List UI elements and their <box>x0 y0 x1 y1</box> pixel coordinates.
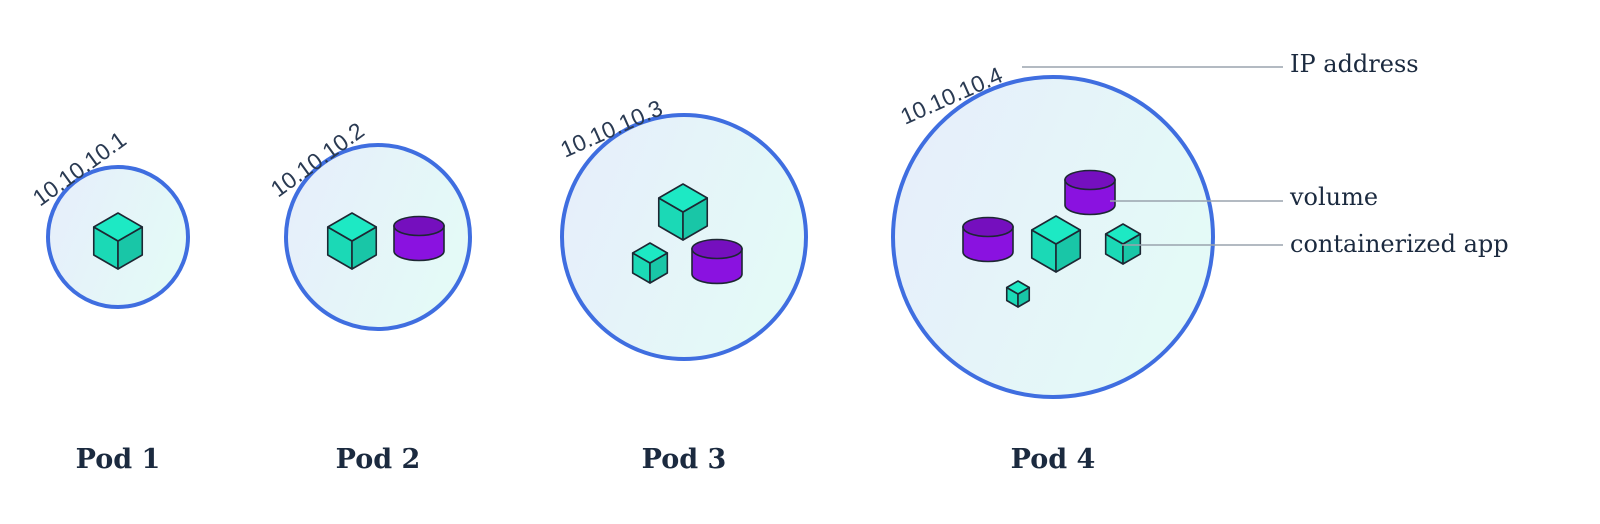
volume-cylinder-icon <box>1064 169 1116 216</box>
volume-cylinder-icon <box>691 238 743 285</box>
container-cube-icon <box>326 212 378 270</box>
cylinder-top <box>962 216 1014 238</box>
cube-top-face <box>1005 280 1031 295</box>
pod-label: Pod 1 <box>76 444 161 475</box>
cylinder-top <box>1064 169 1116 191</box>
container-cube-icon <box>657 183 709 241</box>
legend-ip-address: IP address <box>1290 50 1419 78</box>
cube-top-face <box>326 212 378 242</box>
legend-volume: volume <box>1289 183 1378 211</box>
cube-top-face <box>631 242 669 264</box>
cube-top-face <box>1104 223 1142 245</box>
legend-containerized-app: containerized app <box>1290 230 1509 258</box>
pod-circle <box>284 143 472 331</box>
pod-label: Pod 4 <box>1011 444 1096 475</box>
cube-top-face <box>657 183 709 213</box>
volume-cylinder-icon <box>962 216 1014 263</box>
volume-cylinder-icon <box>393 215 445 262</box>
pod-label: Pod 3 <box>642 444 727 475</box>
pod-1: 10.10.10.1 Pod 1 <box>28 126 190 475</box>
pod-label: Pod 2 <box>336 444 421 475</box>
pod-3: 10.10.10.3 Pod 3 <box>556 95 808 475</box>
container-cube-icon <box>1104 223 1142 265</box>
cylinder-top <box>691 238 743 260</box>
pod-2: 10.10.10.2 Pod 2 <box>266 117 472 475</box>
pod-4: 10.10.10.4 Pod 4 <box>891 62 1215 475</box>
container-cube-icon <box>1005 280 1031 308</box>
cylinder-top <box>393 215 445 237</box>
cube-top-face <box>1030 215 1082 245</box>
legend: IP address volume containerized app <box>1022 50 1509 258</box>
container-cube-icon <box>631 242 669 284</box>
container-cube-icon <box>1030 215 1082 273</box>
cube-top-face <box>92 212 144 242</box>
container-cube-icon <box>92 212 144 270</box>
